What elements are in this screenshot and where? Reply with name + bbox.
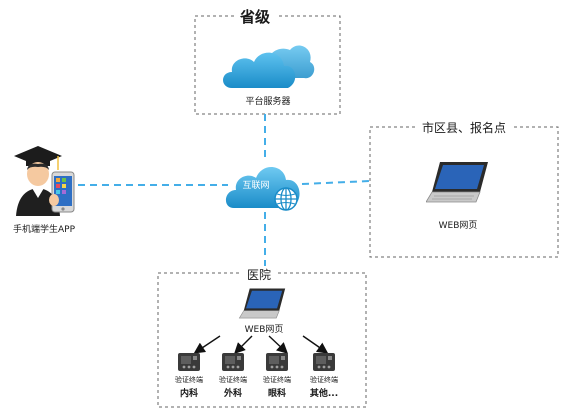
server-label: 平台服务器 xyxy=(245,97,291,107)
terminal-3-dept: 眼科 xyxy=(267,389,286,399)
terminal-4-dept: 其他... xyxy=(309,389,339,399)
cloud-server-icon xyxy=(223,45,315,88)
terminal-device-icon xyxy=(266,353,288,371)
internet-label: 互联网 xyxy=(242,181,270,191)
terminal-4-label: 验证终端 xyxy=(310,376,338,384)
arrow-to-terminal-1 xyxy=(193,335,221,354)
terminal-1-dept: 内科 xyxy=(179,389,198,399)
terminal-device-icon xyxy=(178,353,200,371)
globe-icon xyxy=(274,187,298,211)
terminal-3 xyxy=(266,352,288,376)
province-label: 省级 xyxy=(234,6,277,27)
hospital-laptop-icon xyxy=(238,288,286,319)
terminal-3-label: 验证终端 xyxy=(263,376,291,384)
laptop-icon xyxy=(426,162,488,203)
terminal-1 xyxy=(178,352,200,376)
terminal-2 xyxy=(222,352,244,376)
mobile-label: 手机端学生APP xyxy=(12,225,75,235)
terminal-device-icon xyxy=(222,353,244,371)
hospital-web-label: WEB网页 xyxy=(244,325,284,335)
terminal-4 xyxy=(313,352,335,376)
terminal-2-dept: 外科 xyxy=(223,389,242,399)
city-web-label: WEB网页 xyxy=(438,221,478,231)
city-box xyxy=(369,126,559,258)
arrow-to-terminal-4 xyxy=(302,335,329,354)
city-label: 市区县、报名点 xyxy=(416,119,513,136)
link-internet-city xyxy=(301,180,371,185)
terminal-1-label: 验证终端 xyxy=(175,376,203,384)
terminal-device-icon xyxy=(313,353,335,371)
hospital-label: 医院 xyxy=(241,266,278,283)
student-with-phone-icon xyxy=(14,146,75,216)
arrow-to-terminal-2 xyxy=(234,335,253,354)
arrow-to-terminal-3 xyxy=(268,335,289,354)
terminal-2-label: 验证终端 xyxy=(219,376,247,384)
